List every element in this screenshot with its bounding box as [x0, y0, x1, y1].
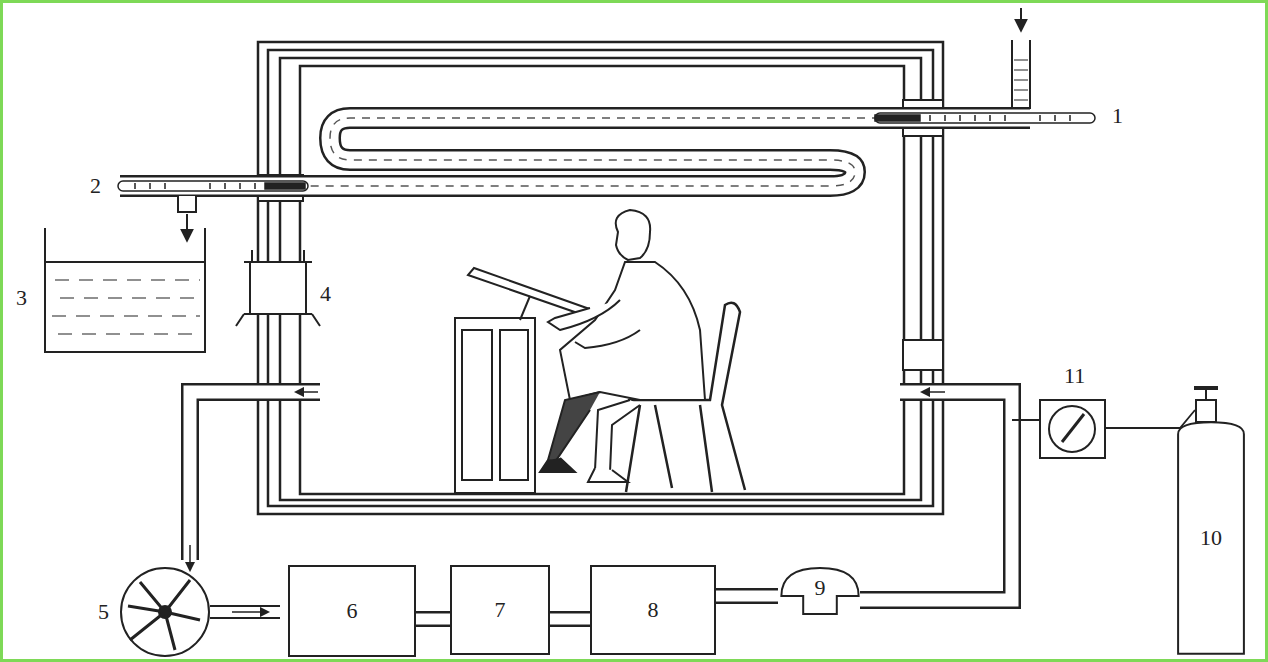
callout-number: 10: [1200, 525, 1222, 551]
pipe-connector: [416, 619, 450, 620]
gas-cylinder: 10: [1176, 420, 1246, 656]
water-coil: [120, 118, 1030, 186]
callout-number: 4: [318, 282, 333, 306]
seated-man: [540, 210, 705, 482]
callout-number: 8: [648, 597, 659, 623]
thermometer: [118, 181, 308, 191]
pipe-connector: [550, 619, 590, 620]
callout-number: 9: [815, 575, 826, 601]
pressure-gauge: [1040, 400, 1105, 458]
callout-number: 3: [14, 286, 29, 310]
water-tank: [45, 228, 205, 352]
callout-number: 5: [96, 600, 111, 624]
inlet-funnel: [1012, 8, 1030, 108]
callout-number: 7: [495, 597, 506, 623]
window-port: [236, 250, 320, 326]
dome-vessel: 9: [778, 566, 862, 616]
callout-number: 2: [88, 174, 103, 198]
apparatus-box: 6: [288, 565, 416, 657]
drain: [178, 196, 196, 240]
callout-number: 6: [347, 598, 358, 624]
apparatus-box: 8: [590, 565, 716, 655]
pipe-connector: [716, 596, 778, 597]
apparatus-box: 7: [450, 565, 550, 655]
valve: [1194, 388, 1218, 422]
callout-number: 11: [1062, 364, 1087, 388]
thermometer: [875, 113, 1095, 123]
callout-number: 1: [1110, 104, 1125, 128]
fan: [121, 568, 209, 656]
